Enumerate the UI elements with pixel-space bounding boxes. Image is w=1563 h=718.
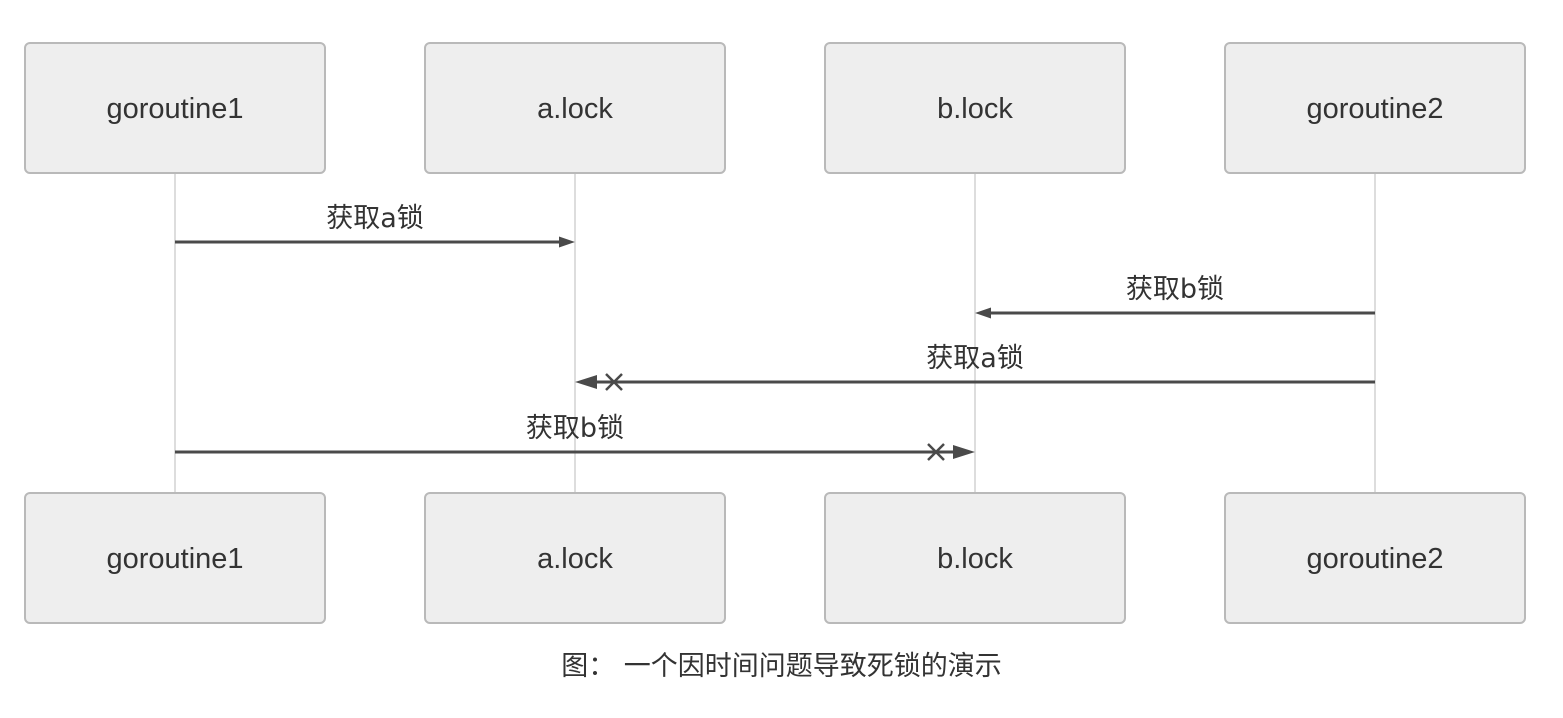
participant-label: b.lock [937, 543, 1013, 575]
participant-box-rect [424, 492, 726, 624]
message-label: 获取a锁 [926, 343, 1024, 374]
participant-box-top-a-lock: a.lock [424, 42, 726, 174]
blocked-x-stroke [927, 443, 945, 461]
participant-box-rect [24, 42, 326, 174]
participant-label: goroutine1 [106, 543, 243, 575]
participant-label: goroutine1 [106, 93, 243, 125]
participant-box-rect [424, 42, 726, 174]
participant-box-bottom-goroutine2: goroutine2 [1224, 492, 1526, 624]
participant-box-top-b-lock: b.lock [824, 42, 1126, 174]
lifelines [174, 173, 1376, 493]
participant-label: goroutine2 [1306, 543, 1443, 575]
message-label: 获取b锁 [526, 413, 624, 444]
participant-box-top-goroutine2: goroutine2 [1224, 42, 1526, 174]
arrowhead-icon [953, 445, 975, 459]
participant-box-rect [24, 492, 326, 624]
participants: goroutine1 a.lock b.lock goroutine2 goroutin… [24, 42, 1526, 624]
message-label: 获取b锁 [1126, 274, 1224, 305]
blocked-x-stroke [605, 373, 623, 391]
participant-box-rect [824, 42, 1126, 174]
participant-label: a.lock [537, 543, 613, 575]
message-label: 获取a锁 [326, 203, 424, 234]
arrowhead-icon [575, 375, 597, 389]
message-2: 获取b锁 [975, 274, 1375, 319]
message-1: 获取a锁 [175, 203, 575, 248]
participant-label: a.lock [537, 93, 613, 125]
message-4: 获取b锁 [175, 413, 975, 461]
participant-box-rect [1224, 42, 1526, 174]
blocked-x-icon [927, 443, 945, 461]
participant-box-bottom-goroutine1: goroutine1 [24, 492, 326, 624]
participant-label: b.lock [937, 93, 1013, 125]
participant-label: goroutine2 [1306, 93, 1443, 125]
participant-box-top-goroutine1: goroutine1 [24, 42, 326, 174]
participant-box-rect [824, 492, 1126, 624]
arrowhead-icon [559, 236, 575, 248]
arrowhead-icon [975, 307, 991, 319]
blocked-x-icon [605, 373, 623, 391]
participant-box-rect [1224, 492, 1526, 624]
figure-caption: 图： 一个因时间问题导致死锁的演示 [561, 651, 1002, 682]
message-3: 获取a锁 [575, 343, 1375, 391]
participant-box-bottom-b-lock: b.lock [824, 492, 1126, 624]
participant-box-bottom-a-lock: a.lock [424, 492, 726, 624]
